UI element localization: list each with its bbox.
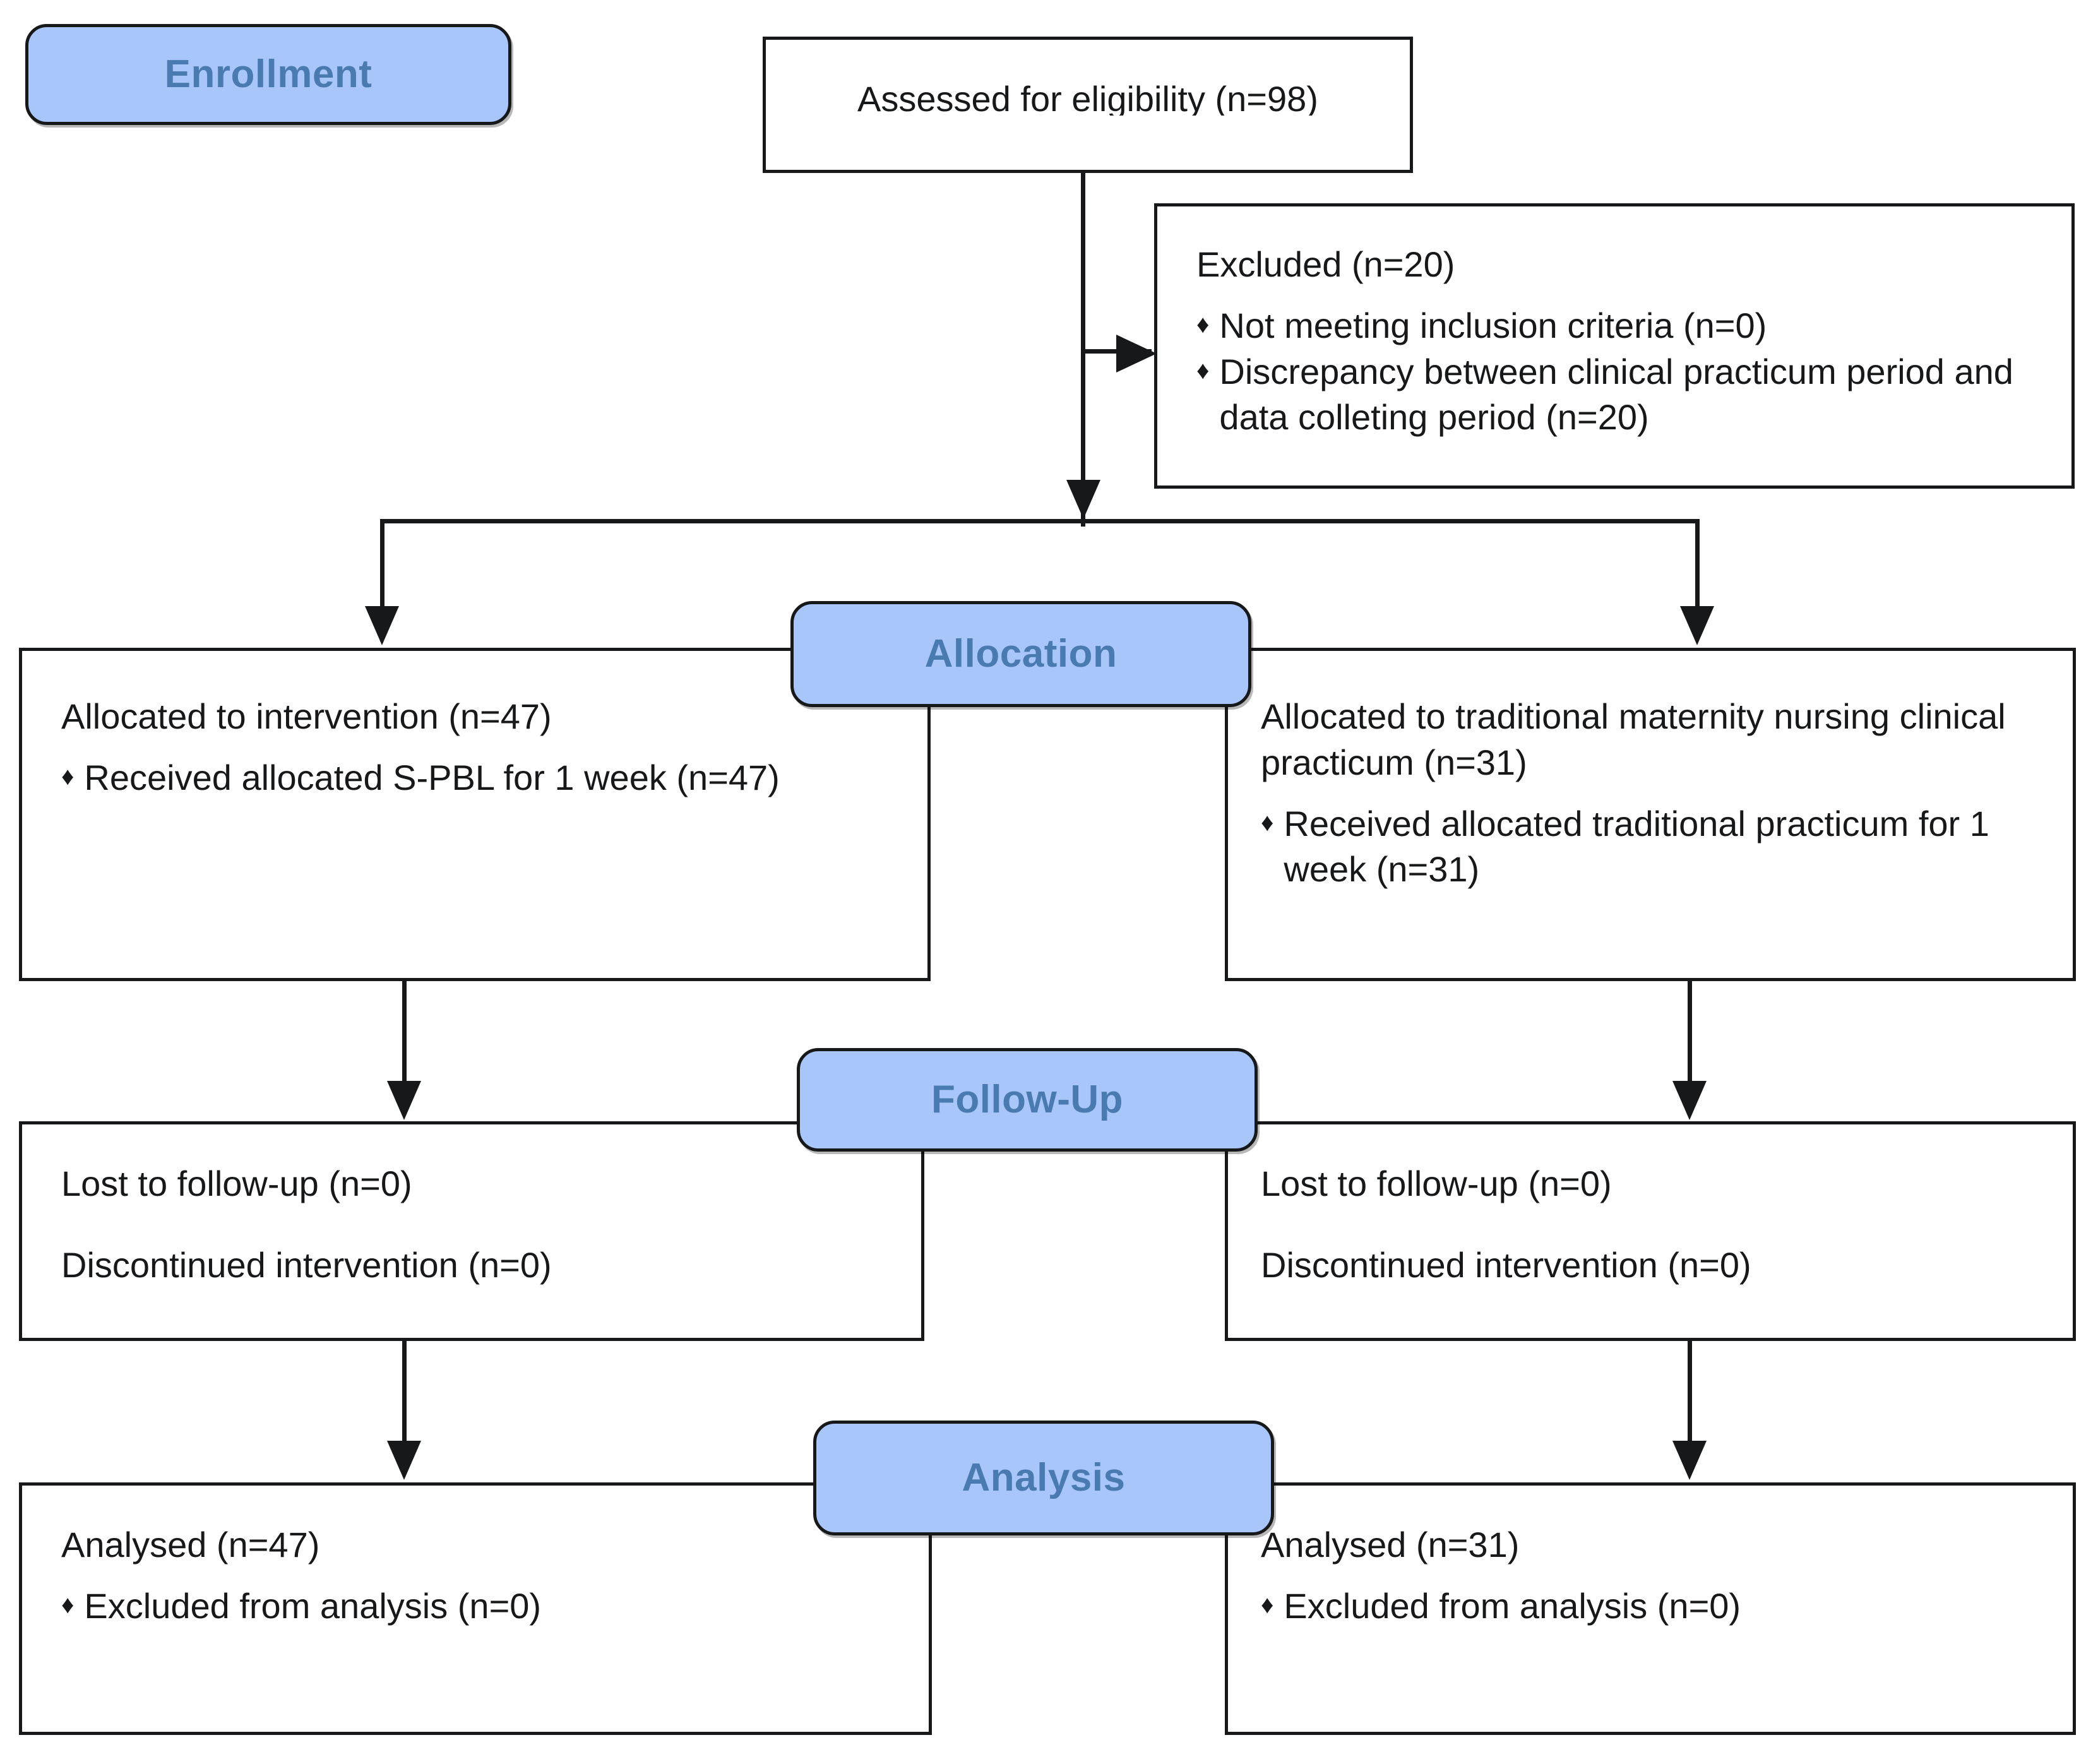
excluded-item: ♦ Discrepancy between clinical practicum… <box>1196 349 2046 441</box>
connector-left-allocation-to-followup <box>402 981 407 1088</box>
stage-badge-allocation: Allocation <box>790 601 1251 707</box>
excluded-heading: Excluded (n=20) <box>1196 244 1455 284</box>
followup-right-line: Discontinued intervention (n=0) <box>1261 1244 1751 1285</box>
allocation-right-item-text: Received allocated traditional practicum… <box>1284 803 1989 890</box>
diamond-bullet-icon: ♦ <box>1196 356 1210 384</box>
stage-badge-analysis: Analysis <box>813 1421 1274 1535</box>
arrow-split-to-right-allocation <box>1680 606 1714 645</box>
stage-badge-followup-label: Follow-Up <box>931 1078 1124 1121</box>
diamond-bullet-icon: ♦ <box>1261 1590 1274 1619</box>
followup-left-line: Lost to follow-up (n=0) <box>61 1164 412 1203</box>
arrow-right-allocation-to-followup <box>1672 1081 1707 1120</box>
analysis-right-heading: Analysed (n=31) <box>1261 1525 1520 1564</box>
excluded-item: ♦ Not meeting inclusion criteria (n=0) <box>1196 303 2046 349</box>
connector-right-followup-to-analysis <box>1688 1341 1692 1448</box>
assessed-for-eligibility-text: Assessed for eligibility (n=98) <box>857 79 1318 116</box>
arrow-right-followup-to-analysis <box>1672 1441 1707 1480</box>
diamond-bullet-icon: ♦ <box>61 762 75 790</box>
allocation-left-item-text: Received allocated S-PBL for 1 week (n=4… <box>84 757 780 797</box>
allocation-left-box: Allocated to intervention (n=47) ♦ Recei… <box>19 648 931 981</box>
stage-badge-enrollment-label: Enrollment <box>164 52 373 96</box>
followup-left-box: Lost to follow-up (n=0) Discontinued int… <box>19 1121 924 1341</box>
connector-split-left-drop <box>380 519 384 614</box>
diamond-bullet-icon: ♦ <box>1261 808 1274 837</box>
arrow-left-allocation-to-followup <box>387 1081 421 1120</box>
analysis-left-box: Analysed (n=47) ♦ Excluded from analysis… <box>19 1482 932 1735</box>
connector-split-right-drop <box>1695 519 1700 614</box>
diamond-bullet-icon: ♦ <box>1196 310 1210 338</box>
analysis-left-item: ♦ Excluded from analysis (n=0) <box>61 1583 912 1630</box>
allocation-left-item: ♦ Received allocated S-PBL for 1 week (n… <box>61 755 911 801</box>
stage-badge-followup: Follow-Up <box>797 1048 1258 1152</box>
analysis-left-item-text: Excluded from analysis (n=0) <box>84 1585 542 1626</box>
followup-left-line: Discontinued intervention (n=0) <box>61 1244 552 1285</box>
excluded-item-text: Not meeting inclusion criteria (n=0) <box>1219 305 1767 345</box>
analysis-left-heading: Analysed (n=47) <box>61 1525 320 1564</box>
followup-right-box: Lost to follow-up (n=0) Discontinued int… <box>1225 1121 2076 1341</box>
assessed-for-eligibility-box: Assessed for eligibility (n=98) <box>763 37 1413 173</box>
allocation-right-item: ♦ Received allocated traditional practic… <box>1261 801 2059 893</box>
stage-badge-allocation-label: Allocation <box>924 632 1118 676</box>
stage-badge-analysis-label: Analysis <box>962 1456 1126 1499</box>
stage-badge-enrollment: Enrollment <box>25 24 511 125</box>
excluded-item-text: Discrepancy between clinical practicum p… <box>1219 351 2013 438</box>
allocation-right-heading: Allocated to traditional maternity nursi… <box>1261 696 2006 782</box>
followup-right-line: Lost to follow-up (n=0) <box>1261 1164 1612 1203</box>
analysis-right-item: ♦ Excluded from analysis (n=0) <box>1261 1583 2059 1630</box>
allocation-right-box: Allocated to traditional maternity nursi… <box>1225 648 2076 981</box>
excluded-box: Excluded (n=20) ♦ Not meeting inclusion … <box>1154 203 2075 489</box>
analysis-right-box: Analysed (n=31) ♦ Excluded from analysis… <box>1225 1482 2076 1735</box>
arrow-split-to-left-allocation <box>365 606 399 645</box>
connector-split-bar <box>380 519 1700 523</box>
analysis-right-item-text: Excluded from analysis (n=0) <box>1284 1585 1741 1626</box>
arrow-eligibility-to-split <box>1066 480 1100 519</box>
arrow-left-followup-to-analysis <box>387 1441 421 1480</box>
arrow-to-excluded <box>1116 335 1157 372</box>
diamond-bullet-icon: ♦ <box>61 1590 75 1619</box>
allocation-left-heading: Allocated to intervention (n=47) <box>61 696 552 736</box>
connector-right-allocation-to-followup <box>1688 981 1692 1088</box>
connector-left-followup-to-analysis <box>402 1341 407 1448</box>
